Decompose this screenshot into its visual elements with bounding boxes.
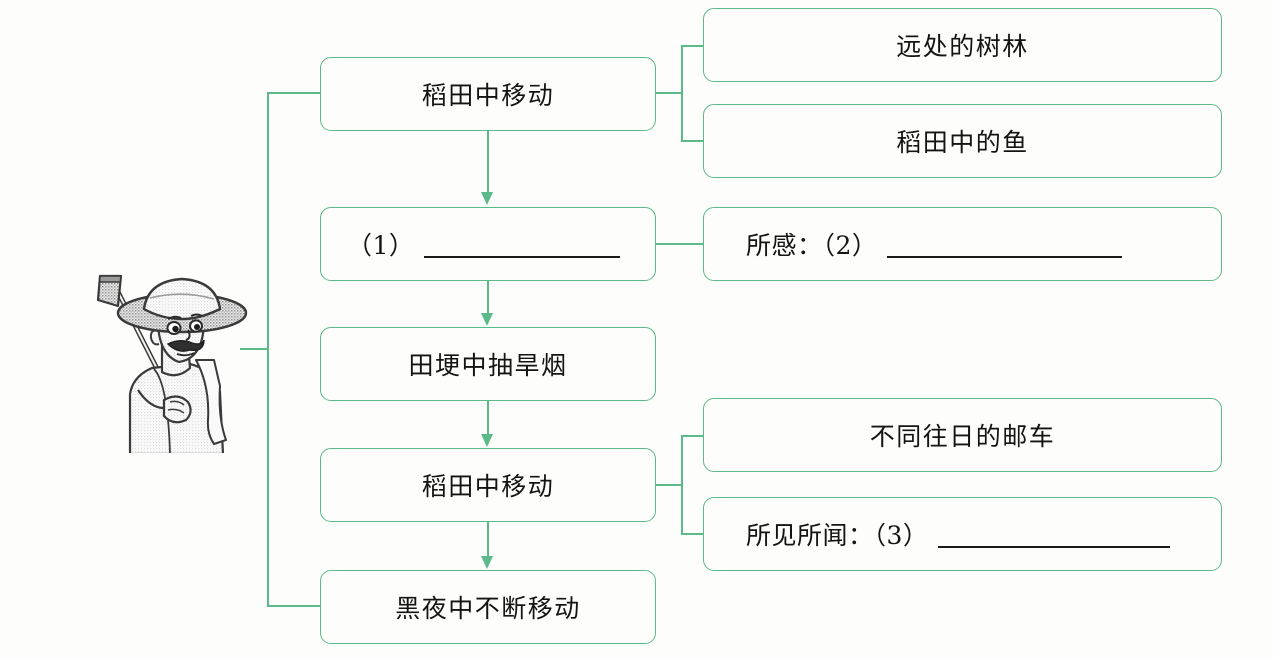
main-node-3[interactable]: 田埂中抽旱烟	[320, 327, 656, 401]
branch-node-1-label: 远处的树林	[896, 32, 1029, 61]
arrow-head-3-4	[481, 434, 493, 447]
branch-node-1[interactable]: 远处的树林	[703, 8, 1222, 82]
arrow-shaft-4-5	[487, 522, 489, 557]
arrow-head-2-3	[481, 313, 493, 326]
main-node-1[interactable]: 稻田中移动	[320, 57, 656, 131]
connector-upper-arm-2	[681, 140, 704, 142]
connector-m1-stem	[656, 92, 682, 94]
farmer-with-hoe-illustration	[78, 268, 258, 456]
arrow-head-1-2	[481, 192, 493, 205]
connector-lower-arm-1	[681, 435, 704, 437]
arrow-shaft-3-4	[487, 401, 489, 435]
arrow-shaft-2-3	[487, 281, 489, 314]
arrow-head-4-5	[481, 556, 493, 569]
branch-node-5-prefix: 所见所闻：（3）	[746, 521, 929, 550]
branch-node-4-label: 不同往日的邮车	[869, 422, 1056, 451]
main-node-2[interactable]: （1）	[320, 207, 656, 281]
main-node-3-label: 田埂中抽旱烟	[408, 351, 568, 380]
connector-left-arm-bottom	[267, 605, 321, 607]
main-node-1-label: 稻田中移动	[421, 81, 555, 110]
main-node-5[interactable]: 黑夜中不断移动	[320, 570, 656, 644]
connector-lower-arm-2	[681, 533, 704, 535]
answer-blank-3[interactable]	[938, 520, 1171, 549]
branch-node-3[interactable]: 所感：（2）	[703, 207, 1222, 281]
branch-node-2-label: 稻田中的鱼	[896, 128, 1029, 157]
connector-m4-stem	[656, 484, 682, 486]
connector-m2-to-b3	[656, 243, 704, 245]
connector-left-spine	[267, 92, 269, 606]
answer-blank-2[interactable]	[887, 230, 1123, 259]
branch-node-4[interactable]: 不同往日的邮车	[703, 398, 1222, 472]
answer-blank-1[interactable]	[424, 230, 621, 259]
main-node-2-prefix: （1）	[347, 231, 415, 260]
branch-node-2[interactable]: 稻田中的鱼	[703, 104, 1222, 178]
connector-figure-stem	[240, 348, 268, 350]
arrow-shaft-1-2	[487, 131, 489, 193]
connector-upper-arm-1	[681, 45, 704, 47]
connector-left-arm-top	[267, 92, 321, 94]
main-node-5-label: 黑夜中不断移动	[395, 594, 581, 623]
connector-lower-bracket-spine	[681, 435, 683, 534]
main-node-4[interactable]: 稻田中移动	[320, 448, 656, 522]
connector-upper-bracket-spine	[681, 45, 683, 141]
branch-node-3-prefix: 所感：（2）	[746, 231, 878, 260]
branch-node-5[interactable]: 所见所闻：（3）	[703, 497, 1222, 571]
main-node-4-label: 稻田中移动	[421, 472, 555, 501]
